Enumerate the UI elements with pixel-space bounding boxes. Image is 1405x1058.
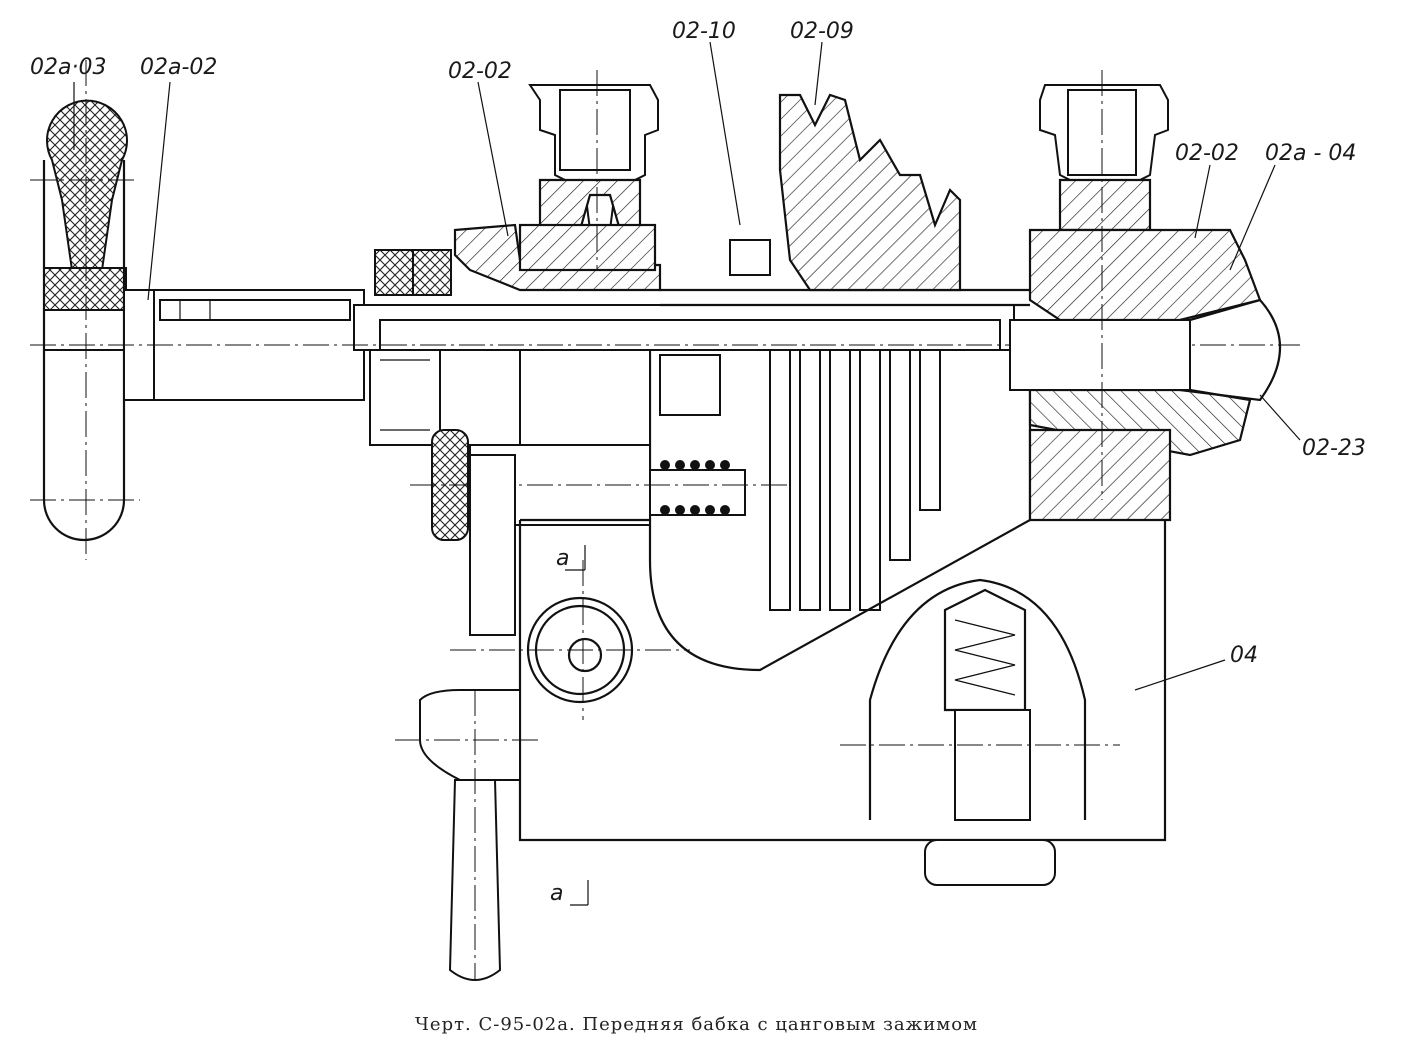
collet-assembly — [1009, 70, 1281, 522]
pulley — [729, 93, 962, 611]
label-0223: 02-23 — [1302, 436, 1366, 461]
label-02a04: 02а - 04 — [1265, 141, 1356, 166]
label-02a02: 02а-02 — [140, 55, 217, 80]
label-0202-right: 02-02 — [1175, 141, 1239, 166]
section-mark-a-top: а — [556, 546, 569, 571]
lever-handle — [395, 454, 540, 981]
label-04: 04 — [1230, 643, 1258, 668]
label-0209: 02-09 — [790, 19, 854, 44]
figure-caption: Черт. С-95-02а. Передняя бабка с цанговы… — [415, 1014, 978, 1035]
detent-plunger — [410, 429, 790, 541]
pulley-housing — [519, 349, 1032, 672]
section-mark-a-bottom: а — [550, 881, 563, 906]
oil-cup-left — [518, 70, 659, 272]
label-0202-left: 02-02 — [448, 59, 512, 84]
label-0210: 02-10 — [672, 19, 736, 44]
leader-lines — [73, 41, 1301, 906]
handwheel — [30, 60, 155, 560]
label-02a03: 02а·03 — [30, 55, 106, 80]
left-bearing-housing — [369, 223, 662, 446]
spindle — [30, 288, 1300, 401]
